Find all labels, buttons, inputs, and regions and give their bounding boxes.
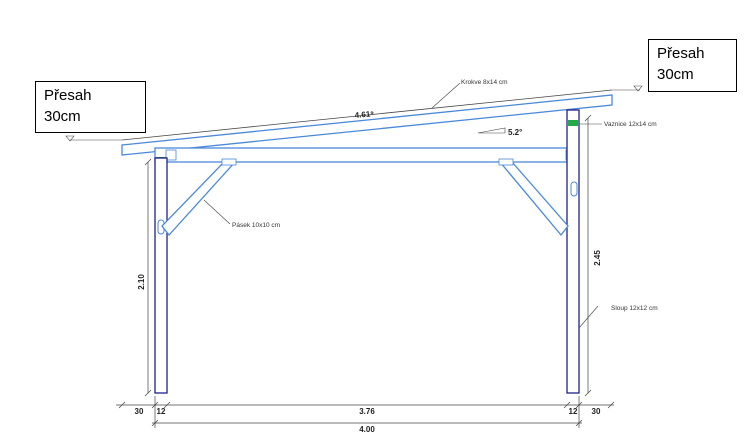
left-height-label: 2.10 bbox=[137, 274, 146, 290]
total-span-label: 4.00 bbox=[359, 425, 375, 434]
brace-right bbox=[498, 161, 569, 237]
post-left-width-label: 12 bbox=[157, 407, 166, 416]
height-dim-right-tick-top bbox=[584, 114, 592, 122]
brace-note: Pásek 10x10 cm bbox=[232, 222, 280, 229]
overhang-callout-right: Přesah 30cm bbox=[648, 39, 737, 92]
level-marker-right bbox=[633, 85, 643, 92]
callout-right-line2: 30cm bbox=[657, 66, 694, 83]
height-dim-left-tick-bottom bbox=[144, 389, 152, 397]
brace-left-top-notch bbox=[221, 158, 237, 166]
rafter-length-label: 4.61⁹ bbox=[354, 109, 374, 120]
inner-span-label: 3.76 bbox=[359, 407, 375, 416]
rafter-length-line bbox=[121, 89, 613, 141]
height-dim-right-tick-bottom bbox=[584, 389, 592, 397]
slope-label: 5.2° bbox=[508, 128, 522, 137]
rafter-note-leader bbox=[431, 82, 461, 109]
overhang-callout-left: Přesah 30cm bbox=[35, 81, 146, 133]
post-note: Sloup 12x12 cm bbox=[611, 305, 658, 312]
callout-left-line1: Přesah bbox=[44, 87, 92, 104]
overhang-right-label: 30 bbox=[592, 407, 601, 416]
brace-note-leader bbox=[203, 199, 231, 225]
rafter-note: Krokve 8x14 cm bbox=[461, 79, 508, 86]
brace-left bbox=[161, 161, 237, 237]
level-marker-left bbox=[65, 135, 75, 142]
beam-inner-left bbox=[165, 149, 177, 161]
post-left bbox=[154, 157, 168, 394]
post-right bbox=[566, 109, 580, 394]
post-right-width-label: 12 bbox=[569, 407, 578, 416]
right-height-label: 2.45 bbox=[593, 250, 602, 266]
overhang-left-label: 30 bbox=[135, 407, 144, 416]
purlin-note: Vaznice 12x14 cm bbox=[604, 121, 657, 128]
post-right-slot bbox=[570, 181, 578, 197]
total-dim-ticks bbox=[151, 419, 583, 427]
purlin-joint-right bbox=[568, 120, 578, 126]
height-dim-left-tick-top bbox=[144, 158, 152, 166]
slope-indicator bbox=[477, 127, 506, 134]
post-note-leader bbox=[578, 305, 599, 329]
callout-right-line1: Přesah bbox=[657, 45, 705, 62]
rafter bbox=[121, 94, 613, 156]
brace-right-top-notch bbox=[498, 158, 514, 166]
callout-left-line2: 30cm bbox=[44, 108, 81, 125]
